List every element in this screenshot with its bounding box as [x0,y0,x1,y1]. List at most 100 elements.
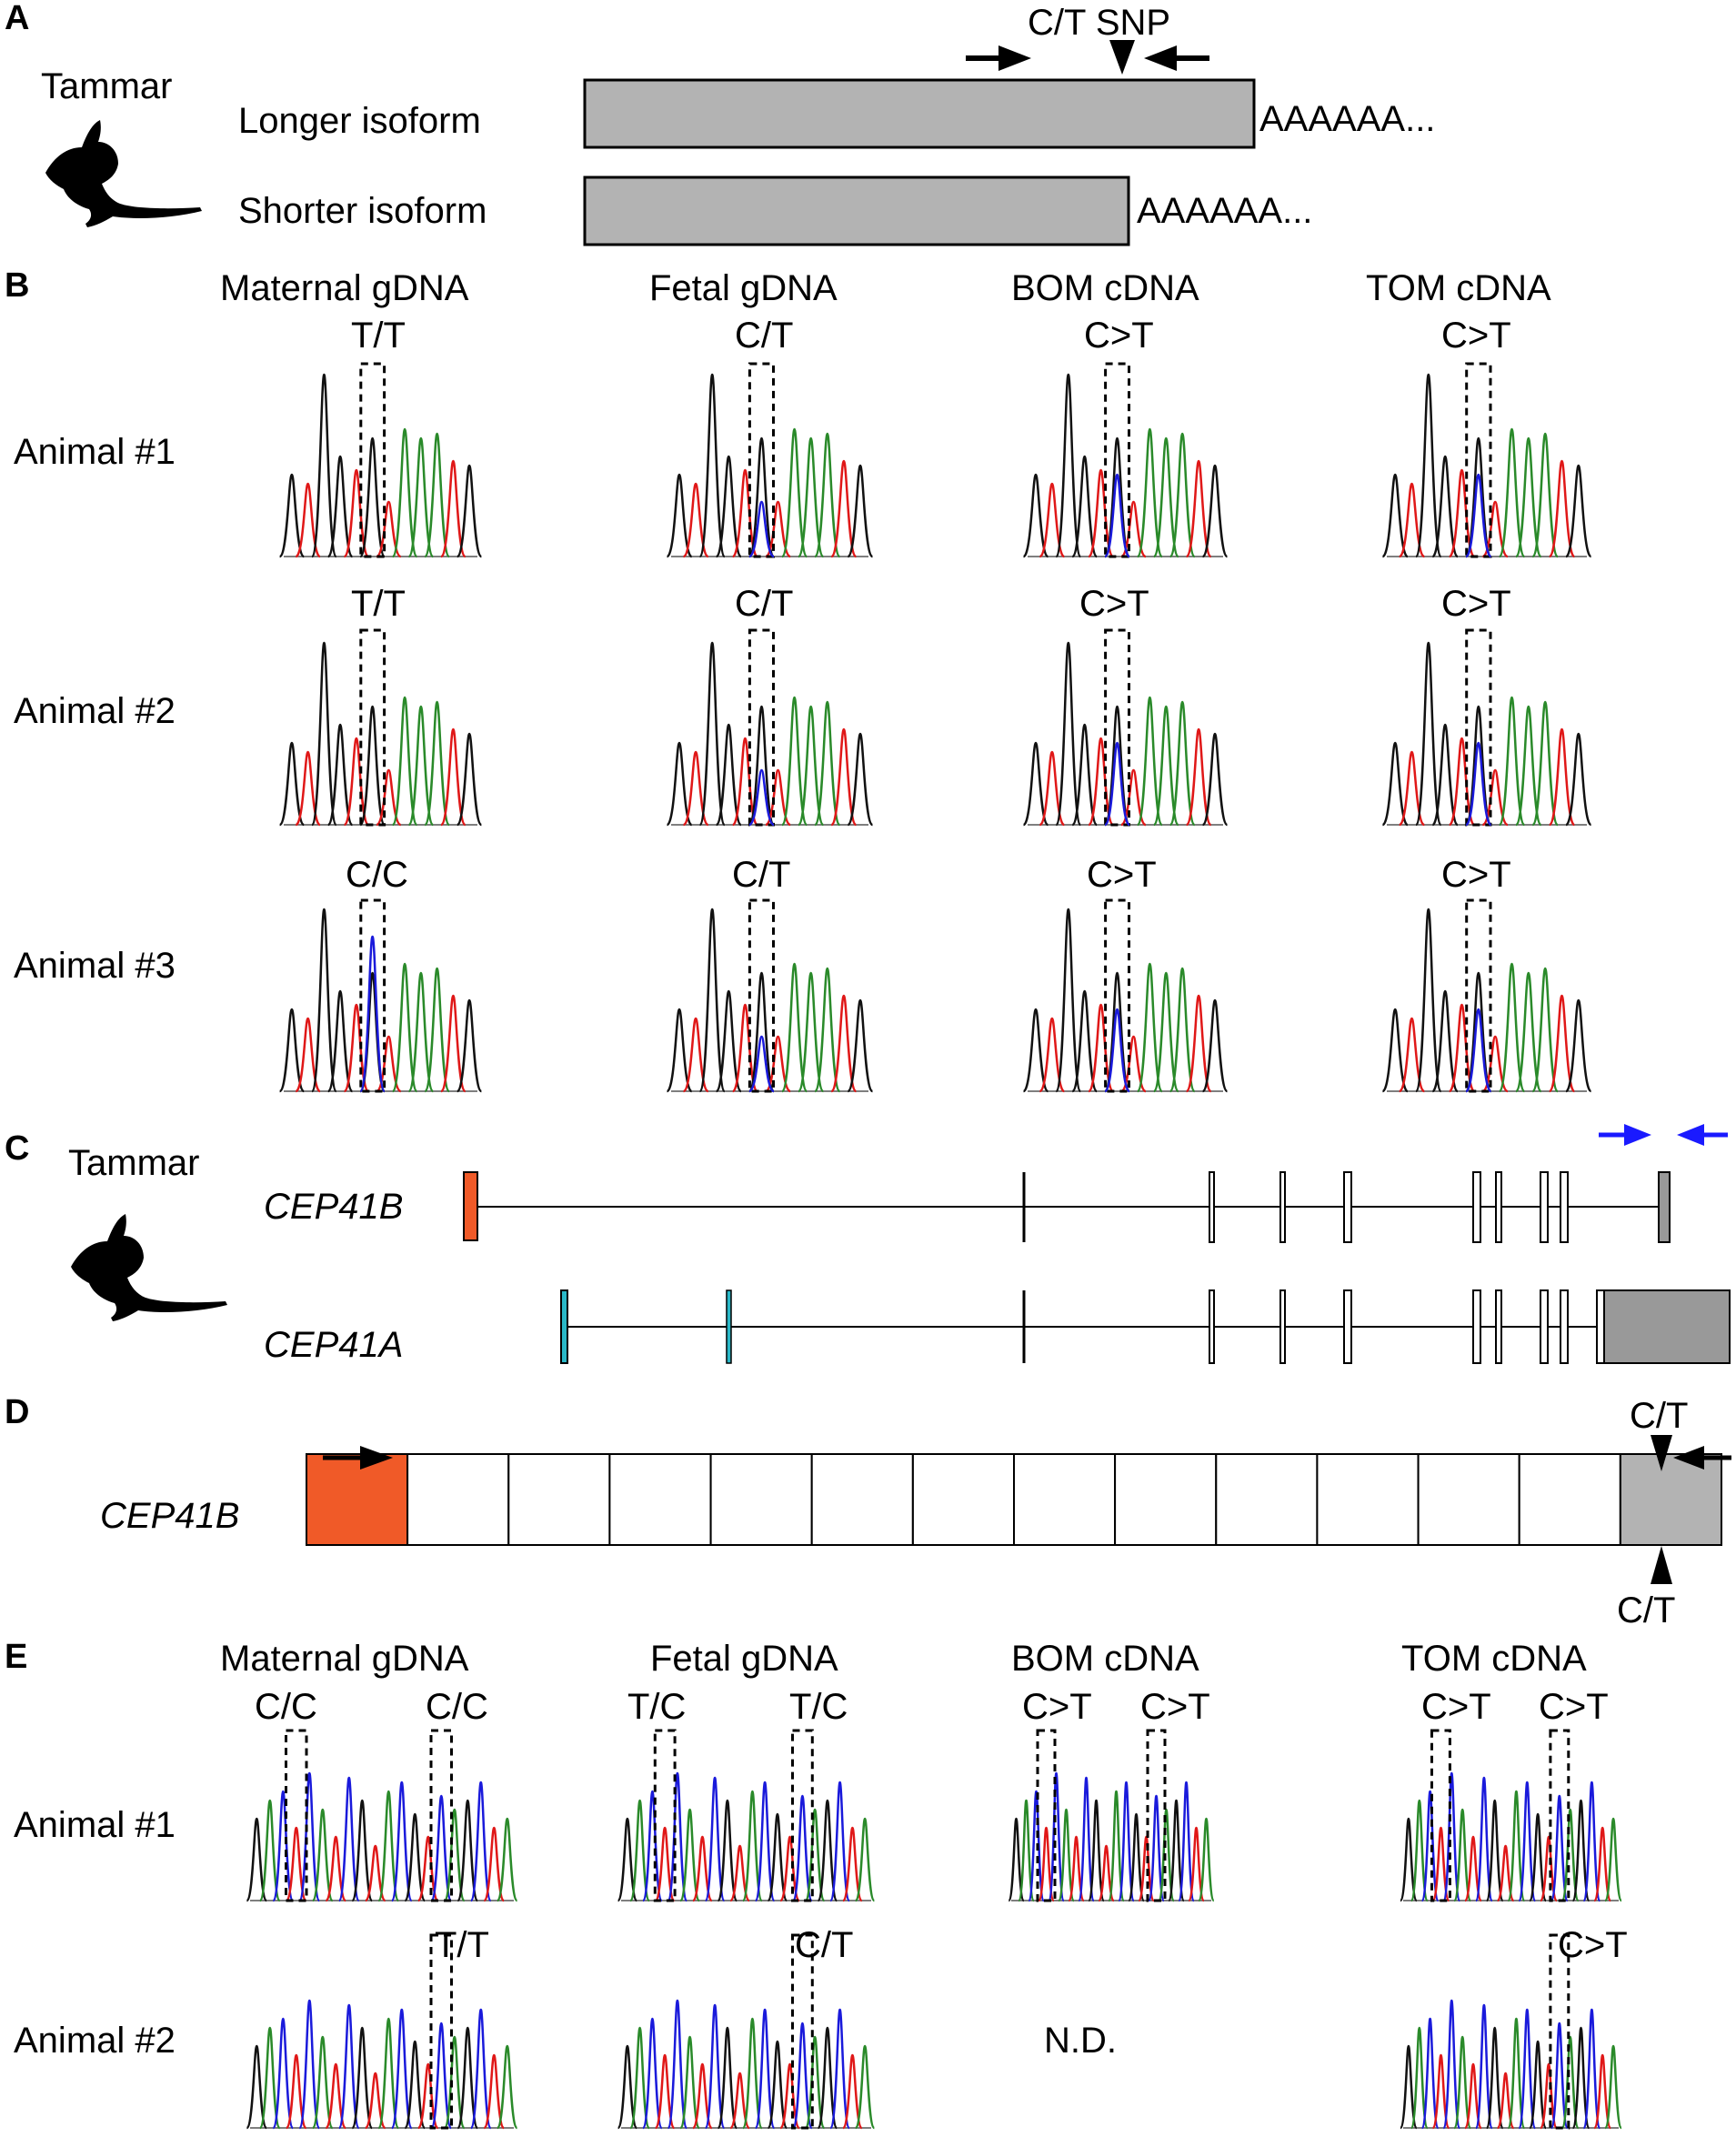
trace-peak [797,971,825,1093]
trace-peak [1548,727,1576,827]
trace-peak [1531,432,1560,558]
trace-peak [1603,2044,1623,2130]
trace-peak [278,1008,306,1093]
trace-peak [729,2072,751,2130]
trace-peak [715,989,743,1093]
d-snp-bottom-arrowhead [1651,1546,1672,1584]
genotype-b-r2-fetal: C/T [735,584,793,624]
trace-peak [691,2062,713,2130]
trace-peak [1039,1017,1066,1093]
snp-highlight-box [359,628,386,827]
trace-peak [295,750,322,827]
cep41b-exon [1560,1171,1569,1243]
trace-peak [1398,482,1426,558]
genotype-b-r1-tom: C>T [1441,316,1511,356]
trace-peak [715,455,743,558]
genotype-e-r1-maternal-2: C/C [426,1687,488,1727]
gene-cep41b-label: CEP41B [264,1187,403,1227]
trace-peak [1103,971,1131,1093]
trace-peak [416,2062,439,2130]
trace-peak [1431,455,1460,558]
d-snp-top-label: C/T [1630,1396,1688,1436]
trace-peak [1201,732,1229,827]
trace-peak [847,998,874,1093]
e-col-tom: TOM cDNA [1401,1639,1587,1679]
snp-highlight-box [1465,898,1492,1093]
trace-peak [424,700,451,827]
trace-peak [343,737,370,827]
trace-peak [1038,1826,1056,1902]
trace-peak [1410,1799,1429,1902]
panel-e-letter: E [5,1638,27,1676]
trace-peak [667,1771,688,1902]
trace-peak [285,2053,307,2130]
trace-peak [1518,2008,1537,2130]
trace-peak [1550,2022,1569,2130]
trace-peak [430,2022,453,2130]
trace-peak [767,2040,788,2130]
trace-peak [748,705,776,827]
trace-peak [1474,1776,1494,1902]
trace-peak [1414,373,1442,558]
trace-peak [1442,1771,1461,1902]
trace-peak [1136,427,1164,558]
trace-peak [791,2022,813,2130]
trace-peak [1514,436,1542,558]
trace-peak [748,971,776,1093]
trace-peak [407,705,435,827]
trace-peak-secondary [1103,473,1131,558]
trace-peak [830,994,858,1093]
trace-peak [829,2008,851,2130]
trace-peak [1485,2026,1504,2130]
trace-peak [731,1003,759,1093]
genotype-e-r1-tom-1: C>T [1421,1687,1491,1727]
trace-peak [682,482,709,558]
trace-peak [1431,1826,1450,1902]
d-reverse-primer-arrow [1673,1446,1704,1470]
trace-peak [1152,971,1179,1093]
trace-peak [1420,2017,1440,2130]
trace-peak [1169,432,1196,558]
trace-peak [325,1835,347,1902]
trace-peak [754,2008,776,2130]
panel-c-letter: C [5,1129,29,1168]
trace-peak [1539,1835,1559,1902]
trace-peak [1198,1817,1216,1902]
trace-peak [654,2053,676,2130]
trace-peak [424,967,451,1093]
b-row-animal-1: Animal #1 [14,432,176,472]
snp-highlight-box [1430,1729,1451,1902]
kangaroo-icon [71,1214,227,1321]
trace-peak [847,732,874,827]
panel-e-chromatograms [246,1729,1623,2130]
trace-peak [326,989,354,1093]
e-col-fetal: Fetal gDNA [650,1639,838,1679]
trace-peak [483,1826,506,1902]
trace-peak [1582,1781,1601,1902]
trace-peak [1498,962,1526,1093]
blue-forward-primer [1624,1124,1651,1146]
trace-peak [456,464,483,558]
trace-peak [439,994,467,1093]
trace-peak [1399,1817,1419,1902]
trace-peak [764,1035,792,1093]
shorter-isoform-bar [583,176,1130,246]
trace-peak [813,700,841,827]
trace-peak [830,727,858,827]
trace-peak [1564,998,1592,1093]
genotype-b-r2-maternal: T/T [351,584,406,624]
trace-peak [496,2044,518,2130]
trace-peak [390,1781,413,1902]
trace-peak [1481,1035,1510,1093]
b-col-bom: BOM cDNA [1011,268,1199,308]
b-col-maternal: Maternal gDNA [220,268,469,308]
trace-peak [1498,696,1526,827]
cep41b-exon [1472,1171,1481,1243]
trace-peak [1008,1817,1026,1902]
genotype-e-r2-bom: N.D. [1044,2021,1117,2061]
trace-peak [830,459,858,558]
trace-peak-secondary [1464,741,1492,827]
trace-peak [754,1781,776,1902]
trace-peak [804,2035,826,2130]
trace-peak [1481,500,1510,558]
